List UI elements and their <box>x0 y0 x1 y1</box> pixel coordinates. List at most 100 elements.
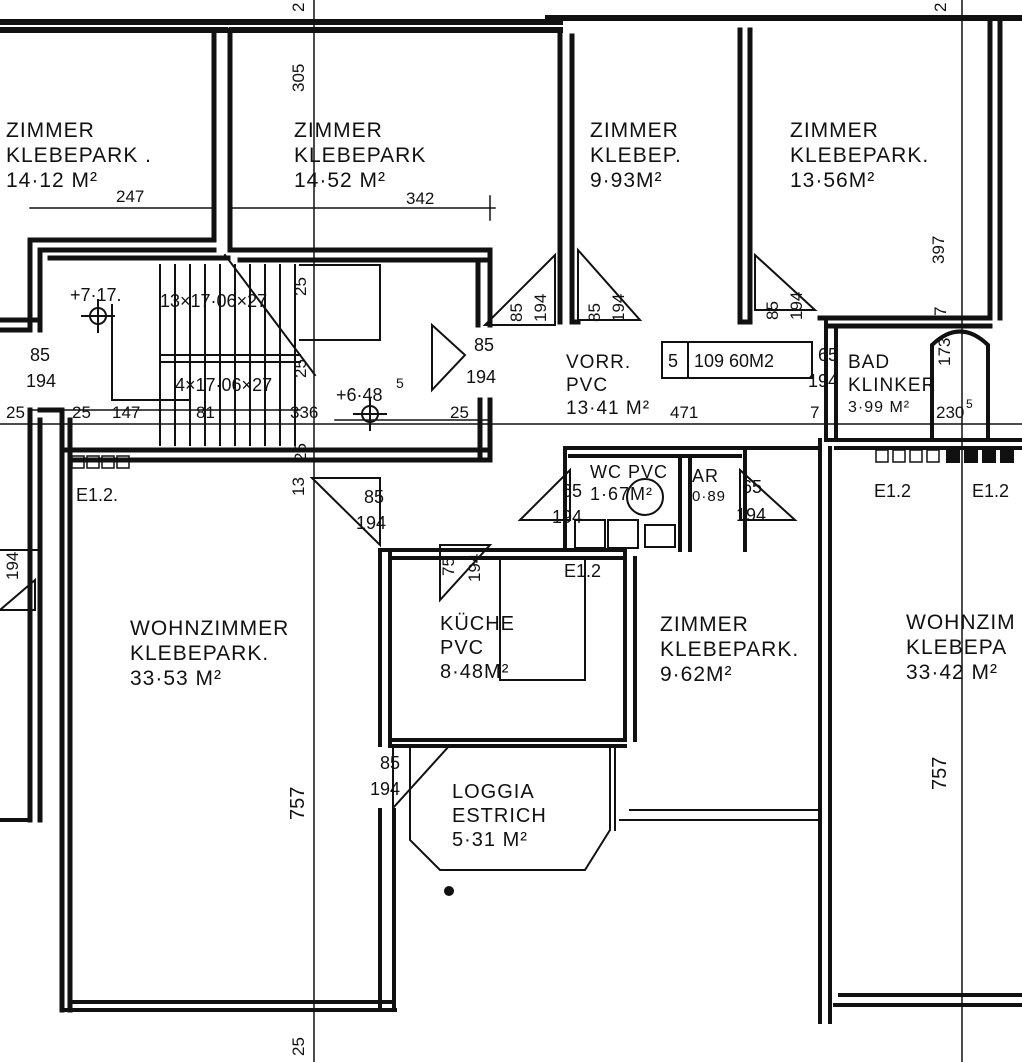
zimmer3-walls <box>557 27 753 325</box>
dim-2: 2 <box>289 2 308 12</box>
dim-194: 194 <box>3 551 22 580</box>
opening-height: 194 <box>465 553 484 582</box>
opening-height: 194 <box>808 371 839 391</box>
room-name: LOGGIA <box>452 781 535 803</box>
room-floor: KLINKER <box>848 374 937 396</box>
room-floor: PVC <box>440 637 485 659</box>
opening-height: 194 <box>531 293 550 322</box>
room-label-bad: BAD KLINKER 3·99 M² <box>848 352 936 417</box>
room-name: BAD <box>848 352 891 373</box>
room-area: 8·48M² <box>440 661 510 683</box>
room-name: ZIMMER <box>790 119 879 142</box>
opening-width: 85 <box>30 345 51 365</box>
table-area: 109 60M2 <box>694 351 775 371</box>
opening-width: 65 <box>562 481 583 501</box>
room-label-kueche: KÜCHE PVC 8·48M² <box>440 612 515 684</box>
dim-147: 147 <box>112 403 141 422</box>
door-swings <box>0 247 818 811</box>
room-floor: KLEBEPARK. <box>130 642 270 666</box>
opening-width: 65 <box>742 477 763 497</box>
room-floor: KLEBEP. <box>590 144 682 168</box>
room-floor: ESTRICH <box>452 805 547 827</box>
room-label-wc: WC PVC 1·67M² <box>590 462 668 505</box>
partition-wall <box>27 27 233 333</box>
room-name: ZIMMER <box>294 119 383 142</box>
opening-width: 65 <box>818 345 839 365</box>
dim-25: 25 <box>72 403 91 422</box>
room-label-zimmer5: ZIMMER KLEBEPARK. 9·62M² <box>660 612 799 688</box>
level-marker-b: +6·48 <box>336 385 383 405</box>
room-name: ZIMMER <box>660 613 749 636</box>
bad-walls <box>824 316 1022 450</box>
dim-757: 757 <box>929 756 951 790</box>
dim-247: 247 <box>116 187 145 206</box>
opening-height: 194 <box>466 367 497 387</box>
dim-230: 230 <box>936 403 965 422</box>
room-area: 13·56M² <box>790 169 876 193</box>
opening-width: 75 <box>439 557 458 576</box>
room-name: AR <box>692 466 720 486</box>
stair-run-2: 4×17·06×27 <box>175 375 273 395</box>
room-name: WOHNZIM <box>906 611 1016 634</box>
room-floor: KLEBEPARK. <box>790 144 930 168</box>
opening-width: 85 <box>507 303 526 322</box>
dim-13: 13 <box>289 477 308 496</box>
dim-25: 25 <box>291 277 310 296</box>
elevation-mark: E1.2 <box>874 481 912 501</box>
dim-173: 173 <box>935 337 954 366</box>
dim-7: 7 <box>931 306 950 316</box>
room-label-ar: AR 0·89 <box>692 466 726 506</box>
room-label-wohnzimmer1: WOHNZIMMER KLEBEPARK. 33·53 M² <box>130 616 289 692</box>
dim-25: 25 <box>6 403 25 422</box>
hatch-blocks-filled <box>946 449 1014 463</box>
room-area: 14·12 M² <box>6 169 99 193</box>
opening-width: 85 <box>474 335 495 355</box>
opening-width: 85 <box>364 487 385 507</box>
opening-height: 194 <box>26 371 57 391</box>
stair-hall-walls <box>0 317 493 1013</box>
dim-342: 342 <box>406 189 435 208</box>
elevation-mark: E1.2 <box>972 481 1010 501</box>
room-label-zimmer2: ZIMMER KLEBEPARK 14·52 M² <box>294 118 426 194</box>
level-markers <box>81 299 387 431</box>
stair-run-1: 13×17·06×27 <box>160 291 268 311</box>
dim-7: 7 <box>810 403 820 422</box>
opening-height: 194 <box>356 513 387 533</box>
room-floor: KLEBEPA <box>906 636 1008 660</box>
elevation-mark: E1.2. <box>76 485 119 505</box>
room-name: VORR. <box>566 352 632 373</box>
stair-treads <box>111 253 381 446</box>
room-area: 1·67M² <box>590 483 654 504</box>
room-floor: PVC <box>566 374 609 396</box>
table-number: 5 <box>668 351 679 371</box>
vorraum-area-table <box>661 341 813 379</box>
room-area: 5·31 M² <box>452 829 528 851</box>
dim-397: 397 <box>929 235 948 264</box>
room-area: 9·93M² <box>590 169 663 193</box>
room-area: 33·42 M² <box>906 661 999 685</box>
room-area: 13·41 M² <box>566 397 651 419</box>
opening-width: 85 <box>585 303 604 322</box>
dim-25: 25 <box>289 1037 308 1056</box>
room-area: 33·53 M² <box>130 667 223 691</box>
kuche-walls <box>378 548 637 748</box>
room-name: KÜCHE <box>440 613 516 635</box>
opening-height: 194 <box>736 505 767 525</box>
opening-height: 194 <box>609 293 628 322</box>
hatch-blocks <box>71 449 940 469</box>
level-marker-a: +7·17. <box>70 285 122 305</box>
dim-471: 471 <box>670 403 699 422</box>
room-label-zimmer3: ZIMMER KLEBEP. 9·93M² <box>590 118 682 194</box>
stair-wall-top <box>47 247 493 328</box>
column-dot <box>444 886 454 896</box>
opening-height: 194 <box>787 291 806 320</box>
dim-5: 5 <box>966 397 973 411</box>
dim-25: 25 <box>291 359 310 378</box>
room-label-wohnzimmer2: WOHNZIM KLEBEPA 33·42 M² <box>906 610 1016 686</box>
opening-height: 194 <box>370 779 401 799</box>
room-label-vorraum: VORR. PVC 13·41 M² <box>566 352 650 420</box>
room-label-zimmer1: ZIMMER KLEBEPARK . 14·12 M² <box>6 118 152 194</box>
room-area: 9·62M² <box>660 663 733 687</box>
room-label-zimmer4: ZIMMER KLEBEPARK. 13·56M² <box>790 118 929 194</box>
